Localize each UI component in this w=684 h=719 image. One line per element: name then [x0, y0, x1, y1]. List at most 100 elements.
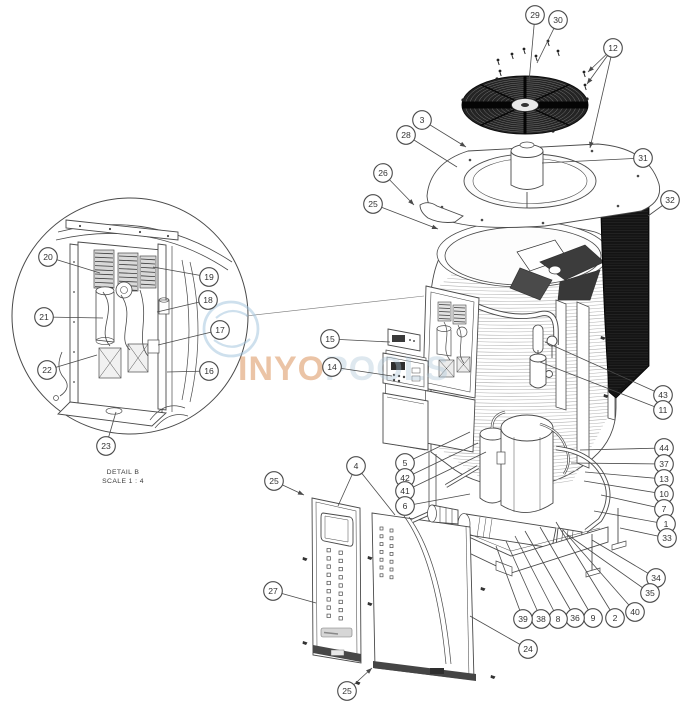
callout-number: 33 — [662, 533, 672, 543]
callout-number: 15 — [325, 334, 335, 344]
callout-number: 3 — [420, 115, 425, 125]
sight-glass — [545, 370, 553, 378]
callout-number: 29 — [530, 10, 540, 20]
display-cover-plate — [387, 328, 421, 352]
control-bezels — [382, 328, 429, 451]
callout-number: 41 — [400, 486, 410, 496]
callout-15: 15 — [320, 329, 391, 349]
callout-number: 9 — [591, 613, 596, 623]
callout-number: 30 — [553, 15, 563, 25]
callout-27: 27 — [263, 581, 317, 604]
callout-number: 42 — [400, 473, 410, 483]
callout-number: 5 — [403, 458, 408, 468]
callout-21: 21 — [34, 307, 104, 327]
watermark-text: INYOPOOLS — [238, 350, 449, 388]
callout-30: 30 — [536, 10, 568, 64]
brand-badge — [320, 627, 353, 638]
callout-number: 12 — [608, 43, 618, 53]
callout-number: 14 — [327, 362, 337, 372]
callout-29: 29 — [525, 5, 545, 83]
callout-6: 6 — [395, 493, 471, 516]
callout-5: 5 — [395, 431, 471, 473]
callout-31: 31 — [541, 148, 653, 168]
front-panel-louvered — [311, 497, 362, 664]
accumulator — [479, 410, 506, 504]
callout-number: 23 — [101, 441, 111, 451]
callout-26: 26 — [373, 163, 415, 206]
callout-25: 25 — [264, 471, 305, 496]
callout-number: 40 — [630, 607, 640, 617]
detail-reference-line — [245, 295, 425, 317]
panel-window — [320, 512, 354, 547]
callout-32: 32 — [647, 190, 680, 217]
callout-39: 39 — [495, 545, 533, 629]
callout-number: 4 — [354, 461, 359, 471]
callout-41: 41 — [395, 451, 487, 501]
callout-number: 10 — [659, 489, 669, 499]
callout-number: 28 — [401, 130, 411, 140]
front-panel-curved — [371, 512, 476, 681]
cover-corner-cap — [419, 202, 464, 223]
callout-number: 43 — [658, 390, 668, 400]
callout-number: 37 — [659, 459, 669, 469]
callout-number: 7 — [662, 504, 667, 514]
callout-23: 23 — [96, 411, 117, 456]
callout-number: 19 — [204, 272, 214, 282]
control-panel-bezel — [382, 352, 429, 392]
callout-9: 9 — [539, 526, 603, 628]
callout-number: 16 — [204, 366, 214, 376]
callout-24: 24 — [469, 615, 538, 659]
callout-number: 38 — [536, 614, 546, 624]
callout-number: 25 — [342, 686, 352, 696]
callout-number: 22 — [42, 365, 52, 375]
fan-blade — [509, 239, 605, 301]
callout-18: 18 — [156, 290, 218, 313]
callout-number: 6 — [403, 501, 408, 511]
callout-number: 39 — [518, 614, 528, 624]
callout-14: 14 — [322, 357, 393, 377]
detail-scale-label: SCALE 1 : 4 — [102, 478, 144, 485]
watermark: INYOPOOLS — [202, 300, 449, 388]
electrical-panel — [420, 285, 480, 453]
refrigeration-parts — [466, 299, 559, 389]
callout-number: 32 — [665, 195, 675, 205]
detail-capacitor — [95, 286, 115, 345]
callout-33: 33 — [619, 527, 677, 548]
callout-8: 8 — [514, 535, 568, 629]
callout-number: 18 — [203, 295, 213, 305]
panel-bottom-rail — [373, 661, 476, 681]
capacitor — [436, 325, 452, 357]
callout-number: 44 — [659, 443, 669, 453]
callout-number: 36 — [570, 613, 580, 623]
callout-number: 35 — [645, 588, 655, 598]
txv-valve — [546, 335, 558, 347]
callout-2: 2 — [555, 521, 625, 628]
callout-3: 3 — [412, 110, 467, 148]
callout-number: 17 — [215, 325, 225, 335]
compressor-assembly — [479, 410, 570, 513]
panel-badge — [430, 668, 444, 674]
callout-number: 21 — [39, 312, 49, 322]
callout-number: 31 — [638, 153, 648, 163]
louver-holes — [326, 526, 394, 621]
callout-11: 11 — [539, 361, 673, 420]
guard-clips — [461, 77, 589, 133]
callout-12: 12 — [586, 38, 623, 149]
callout-13: 13 — [584, 469, 674, 489]
compressor — [496, 414, 554, 513]
callout-22: 22 — [37, 354, 98, 380]
filter-dryer — [529, 350, 547, 389]
callout-number: 24 — [523, 644, 533, 654]
callout-4: 4 — [337, 456, 396, 516]
callout-17: 17 — [157, 320, 230, 346]
callout-number: 25 — [269, 476, 279, 486]
callout-number: 20 — [43, 252, 53, 262]
callout-19: 19 — [152, 266, 219, 287]
callout-number: 11 — [659, 405, 668, 415]
callout-number: 26 — [378, 168, 388, 178]
callout-44: 44 — [579, 438, 674, 458]
callout-number: 2 — [613, 613, 618, 623]
